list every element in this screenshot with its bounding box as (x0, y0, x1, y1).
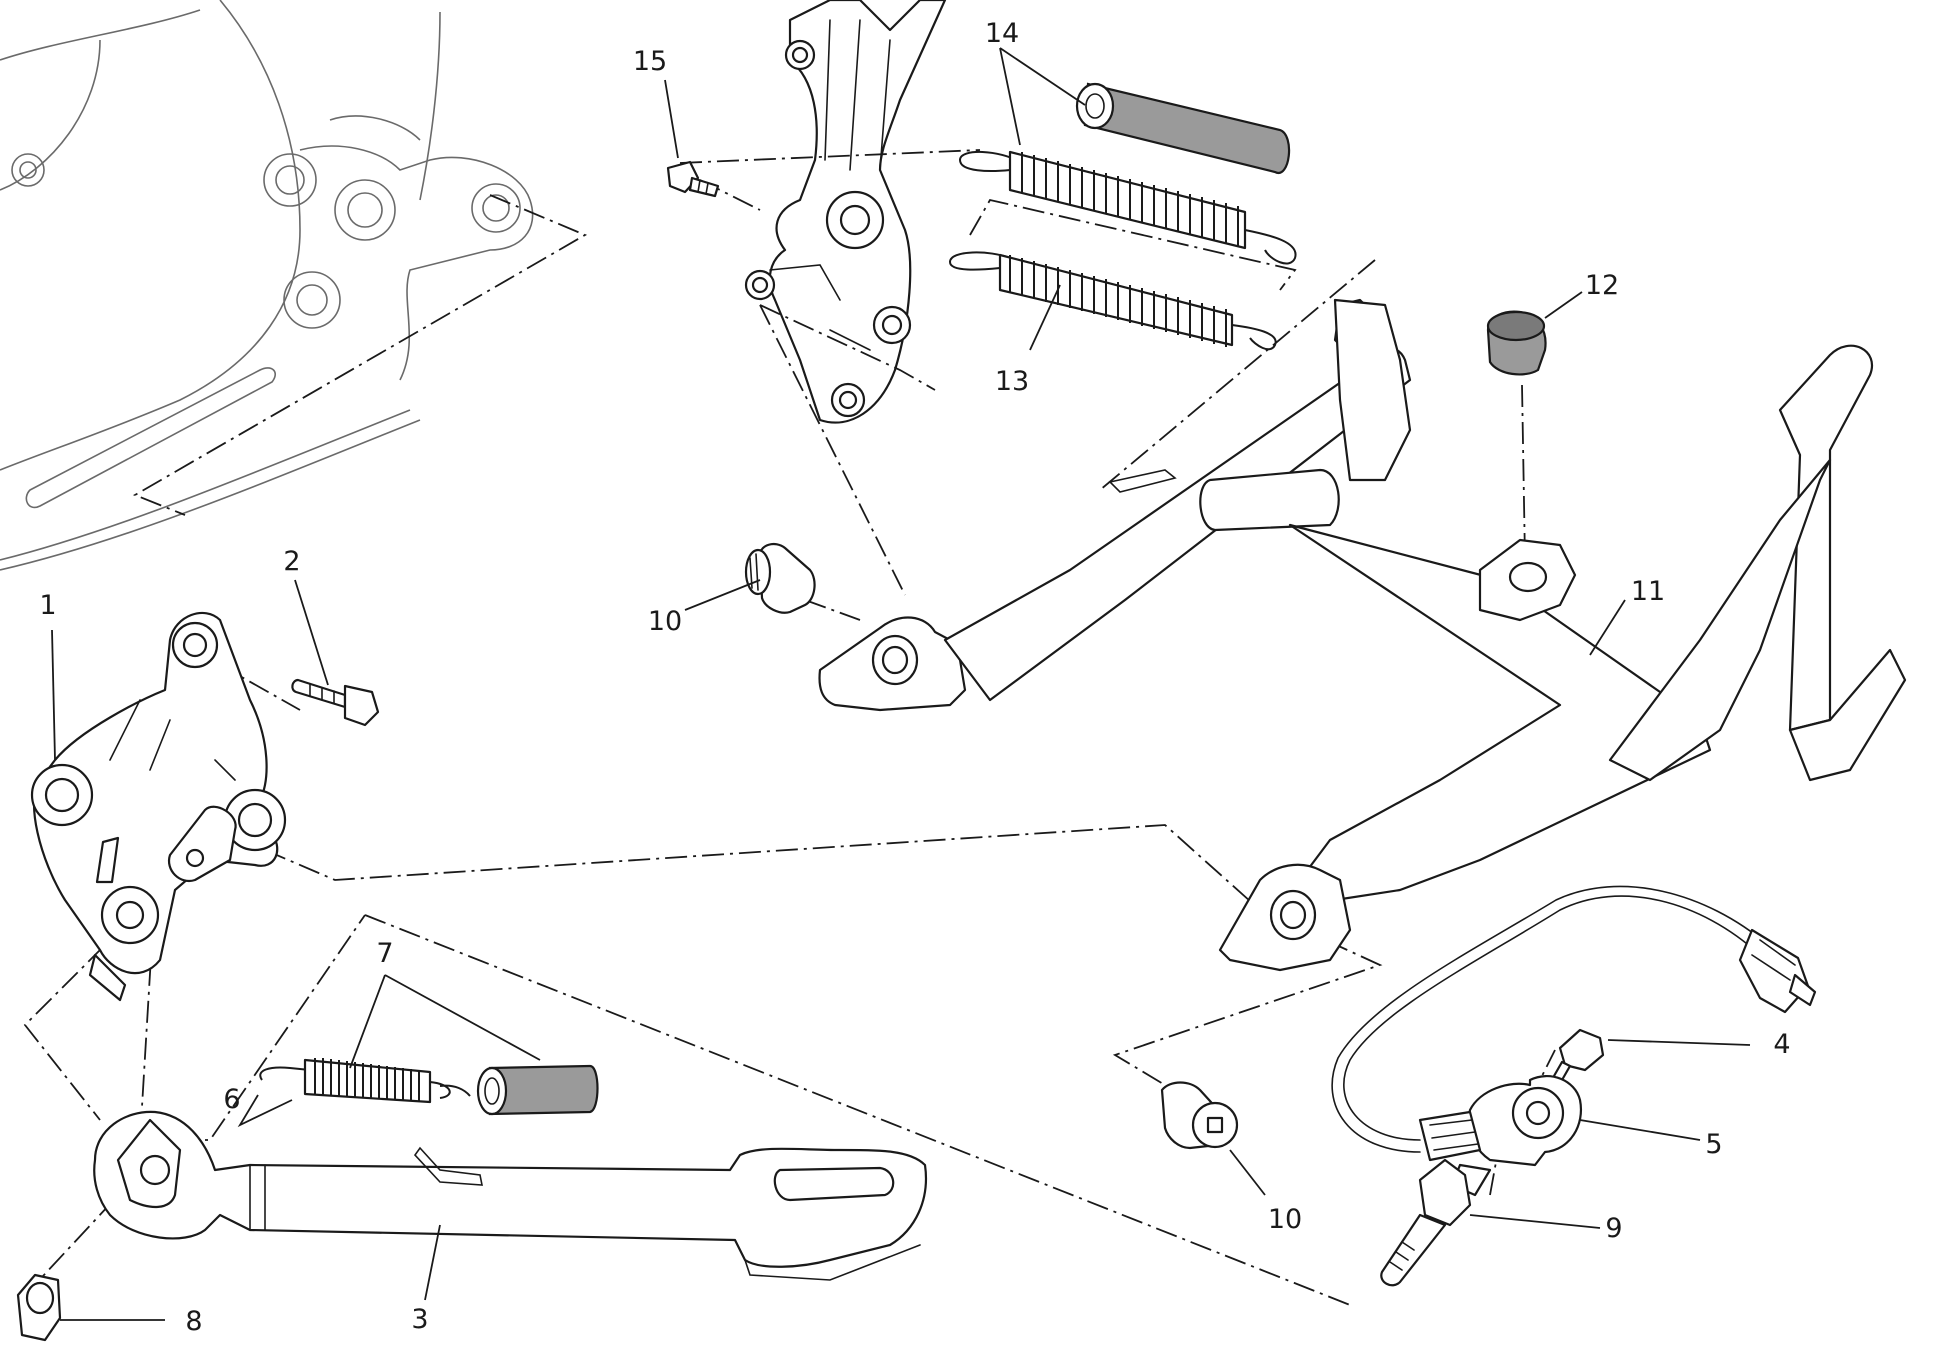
bolt-2 (291, 678, 380, 727)
spring-sleeve-center (1075, 82, 1291, 174)
callout-9: 9 (1605, 1213, 1622, 1244)
callout-10-lower: 10 (1268, 1204, 1302, 1235)
side-stand-leg (93, 1110, 928, 1281)
callout-2: 2 (283, 546, 300, 577)
callout-6: 6 (223, 1084, 240, 1115)
side-stand-bracket (30, 611, 287, 1002)
rubber-grommet-12 (1486, 310, 1547, 376)
bushing-10b (1160, 1081, 1239, 1150)
engine-case-outline (0, 0, 534, 571)
center-stand-spring-13 (948, 251, 1277, 351)
bushing-10a (744, 542, 816, 614)
switch-cable (1331, 885, 1817, 1153)
callout-8: 8 (185, 1306, 202, 1337)
callout-13: 13 (995, 366, 1029, 397)
callout-7: 7 (376, 938, 393, 969)
callout-3: 3 (411, 1304, 428, 1335)
leader-lines (51, 47, 1751, 1321)
center-stand (818, 298, 1907, 972)
pivot-bolt-9 (1380, 1158, 1472, 1287)
side-stand-switch (1418, 1075, 1583, 1197)
callout-labels: 1 2 3 4 5 6 7 8 9 10 10 11 12 13 14 15 (39, 18, 1790, 1337)
callout-4: 4 (1773, 1029, 1790, 1060)
center-stand-spring-14 (958, 150, 1297, 265)
frame-bracket (744, 0, 947, 424)
callout-10-upper: 10 (648, 606, 682, 637)
side-stand-spring (259, 1058, 471, 1104)
callout-5: 5 (1705, 1129, 1722, 1160)
nut-8 (16, 1273, 62, 1342)
callout-11: 11 (1631, 576, 1665, 607)
callout-15: 15 (633, 46, 667, 77)
stud-15 (666, 160, 720, 198)
callout-12: 12 (1585, 270, 1619, 301)
callout-14: 14 (985, 18, 1019, 49)
spring-sleeve-side[interactable] (476, 1064, 599, 1116)
callout-1: 1 (39, 590, 56, 621)
